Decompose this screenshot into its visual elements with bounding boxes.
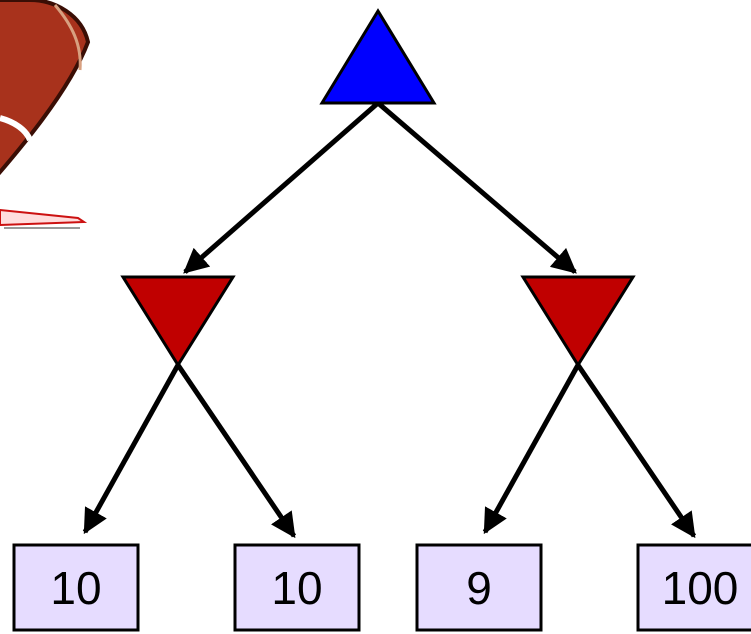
edge-root-right (376, 101, 577, 274)
max-node-root (319, 8, 437, 105)
tree-edges (82, 101, 697, 539)
leaf-3: 9 (415, 543, 543, 632)
leaf-value: 100 (662, 562, 739, 614)
football-icon (0, 0, 91, 229)
leaf-1: 10 (12, 543, 140, 632)
edge-root-left (183, 101, 380, 274)
min-node-left (120, 275, 236, 368)
leaf-value: 10 (50, 562, 101, 614)
edge-left-leaf1 (82, 363, 181, 535)
edge-right-leaf3 (482, 363, 581, 535)
edge-right-leaf4 (575, 363, 697, 539)
leaf-4: 100 (636, 543, 751, 632)
leaf-2: 10 (233, 543, 361, 632)
min-node-right (520, 275, 636, 368)
leaf-value: 10 (271, 562, 322, 614)
edge-left-leaf2 (175, 363, 297, 539)
leaf-value: 9 (466, 562, 492, 614)
